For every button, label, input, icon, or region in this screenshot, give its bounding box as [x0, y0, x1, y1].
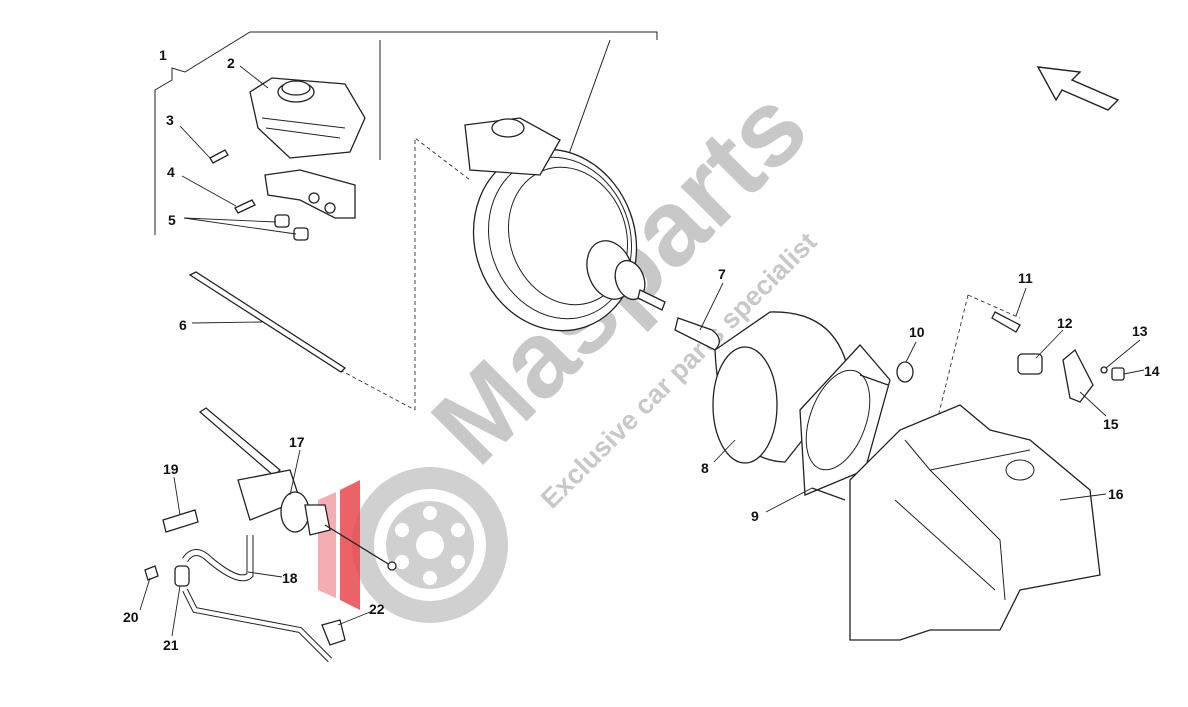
part-pedal-bracket	[849, 404, 1101, 641]
callout-17: 17	[289, 434, 305, 450]
part-clutch-master-cylinder	[198, 407, 397, 571]
part-spacer	[712, 311, 851, 464]
callout-9: 9	[751, 508, 759, 524]
callout-2: 2	[227, 55, 235, 71]
callout-15: 15	[1103, 416, 1119, 432]
callout-21: 21	[163, 637, 179, 653]
callout-3: 3	[166, 112, 174, 128]
callout-8: 8	[701, 460, 709, 476]
part-rod	[188, 271, 347, 373]
callout-14: 14	[1144, 363, 1160, 379]
callout-11: 11	[1018, 270, 1033, 286]
callout-5: 5	[168, 212, 176, 228]
callout-6: 6	[179, 317, 187, 333]
callout-16: 16	[1108, 486, 1124, 502]
part-reservoir	[249, 77, 366, 159]
callout-20: 20	[123, 609, 139, 625]
callout-19: 19	[163, 461, 179, 477]
part-bracket	[264, 169, 356, 219]
callout-7: 7	[718, 266, 726, 282]
part-brake-booster	[464, 117, 666, 332]
arrow-up-left-icon	[1036, 66, 1120, 111]
callout-13: 13	[1132, 323, 1148, 339]
callout-1: 1	[159, 47, 167, 63]
group-frame	[154, 31, 658, 235]
callout-18: 18	[282, 570, 298, 586]
callout-12: 12	[1057, 315, 1073, 331]
part-gasket	[799, 344, 891, 501]
callout-4: 4	[167, 164, 175, 180]
callout-labels: 1 2 3 4 5 6 7 8 9 10 11 12 13 14 15 16 1…	[123, 47, 1160, 653]
callout-10: 10	[909, 324, 925, 340]
callout-22: 22	[369, 601, 385, 617]
